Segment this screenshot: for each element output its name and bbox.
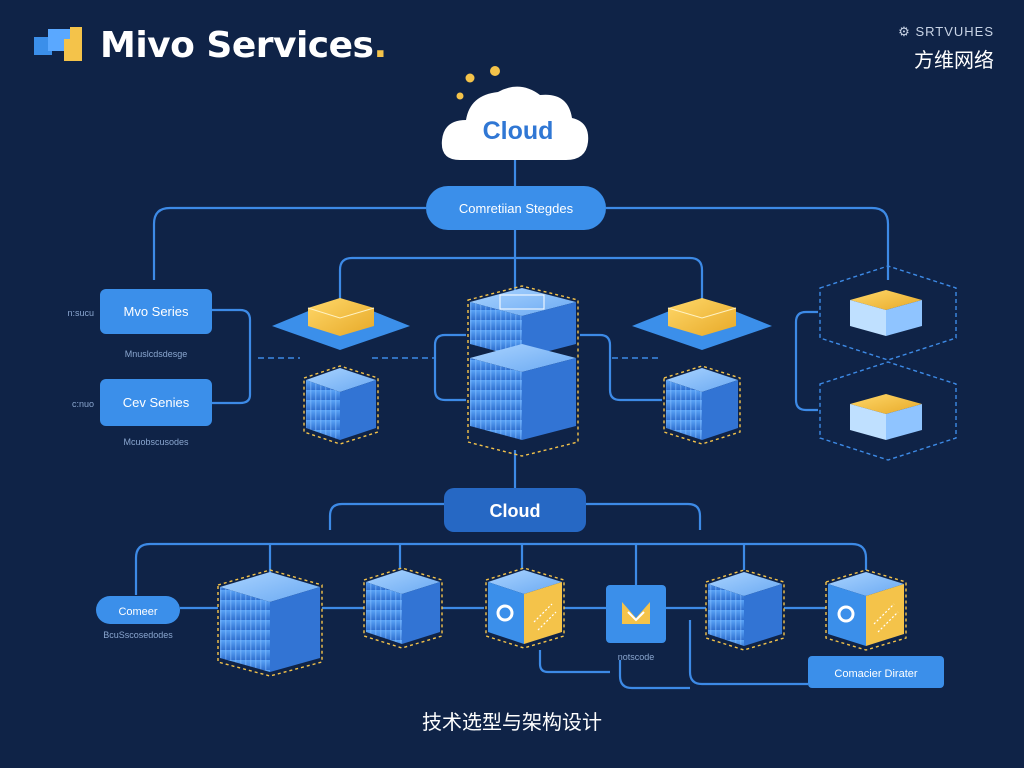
hub-top-label: Comretiian Stegdes xyxy=(459,201,574,216)
left-box-b[interactable]: Cev Senies xyxy=(100,379,212,426)
link-hub-right xyxy=(606,206,890,280)
right-group-b xyxy=(819,361,957,461)
link-stack-left xyxy=(433,333,466,402)
link-right-bracket xyxy=(794,310,818,412)
monitor-node xyxy=(606,585,666,643)
left-box-c-label: Comeer xyxy=(118,606,157,618)
link-hub-left xyxy=(152,206,426,280)
link-hub-row xyxy=(338,230,704,300)
link-left-boxes xyxy=(212,308,252,405)
brand-title: Mivo Services. xyxy=(100,24,387,66)
cube-bottom-circle xyxy=(485,567,565,649)
sparkle-icon xyxy=(490,66,500,76)
sparkle-icon xyxy=(465,73,475,83)
left-box-a-tag: n:sucu xyxy=(67,308,94,318)
gear-icon: ⚙ xyxy=(898,24,911,39)
cloud-top-label: Cloud xyxy=(483,117,554,145)
connector-lines xyxy=(134,160,890,690)
left-box-a-note: Mnuslcdsdesge xyxy=(125,349,188,359)
link-note xyxy=(538,650,610,674)
cloud-mid[interactable]: Cloud xyxy=(444,488,586,532)
cloud-mid-label: Cloud xyxy=(490,501,541,521)
hub-top[interactable]: Comretiian Stegdes xyxy=(426,186,606,230)
left-box-c[interactable]: Comeer xyxy=(96,596,180,624)
slide-caption: 技术选型与架构设计 xyxy=(422,710,602,734)
cube-bottom-2 xyxy=(363,567,443,649)
left-box-b-label: Cev Senies xyxy=(123,395,190,410)
left-box-c-note: BcuSscosedodes xyxy=(103,630,173,640)
cube-bottom-circle-right xyxy=(825,569,907,651)
logo-icon xyxy=(34,27,82,61)
mid-note: notscode xyxy=(618,652,655,662)
link-to-button xyxy=(618,620,808,690)
cube-small-left xyxy=(303,365,379,445)
left-box-b-note: Mcuobscusodes xyxy=(123,437,189,447)
cube-bottom-5 xyxy=(705,569,785,651)
corner-logo-en: ⚙ SRTVUHES xyxy=(898,24,994,39)
cube-small-right xyxy=(663,365,741,445)
left-box-b-tag: c:nuo xyxy=(72,399,94,409)
brand-header: Mivo Services. xyxy=(34,22,387,68)
corner-logo-zh: 方维网络 xyxy=(914,48,994,72)
link-bus-drops xyxy=(268,544,746,585)
circle-icon xyxy=(496,604,514,622)
link-stack-right xyxy=(580,333,662,402)
server-stack-center xyxy=(467,285,579,457)
cube-bottom-large xyxy=(217,569,323,677)
right-button[interactable]: Comacier Dirater xyxy=(808,656,944,688)
platform-left xyxy=(272,298,410,350)
link-cloud-mid xyxy=(328,502,702,530)
platform-right xyxy=(632,298,772,350)
circle-icon xyxy=(837,605,855,623)
link-bottom-bus xyxy=(134,542,868,595)
right-button-label: Comacier Dirater xyxy=(834,668,917,680)
right-group-a xyxy=(819,265,957,361)
corner-logo: ⚙ SRTVUHES 方维网络 xyxy=(898,24,994,73)
sparkle-icon xyxy=(456,92,464,100)
left-box-a[interactable]: Mvo Series xyxy=(100,289,212,334)
chevron-down-icon xyxy=(622,602,650,624)
cloud-top: Cloud xyxy=(441,66,589,160)
left-box-a-label: Mvo Series xyxy=(123,304,189,319)
